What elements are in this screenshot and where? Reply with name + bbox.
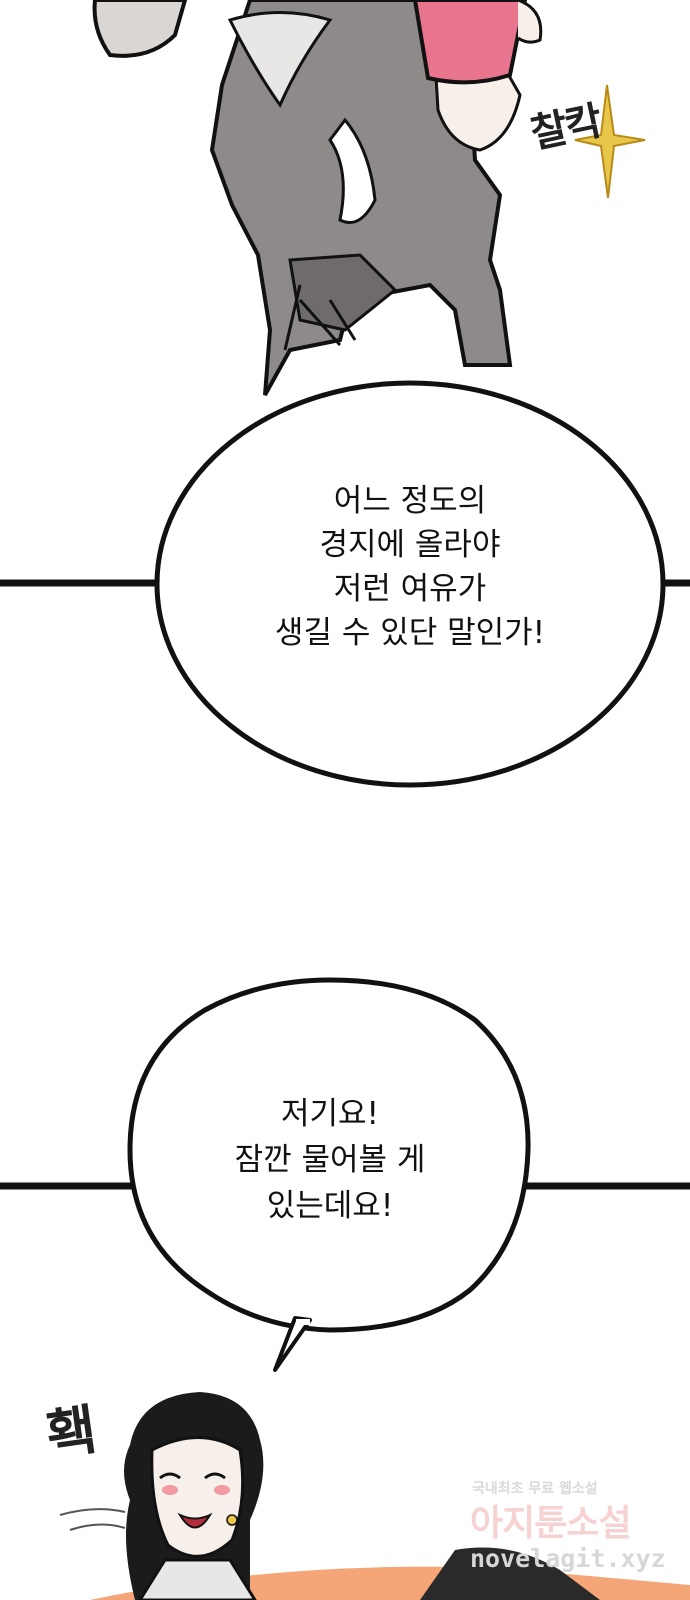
watermark-tagline: 국내최초 무료 웹소설 bbox=[472, 1481, 598, 1497]
bubble-2-line: 저기요! bbox=[281, 1096, 379, 1132]
watermark: 국내최초 무료 웹소설 아지툰소설 novelagit.xyz bbox=[470, 1478, 680, 1588]
sparkle-icon bbox=[574, 84, 646, 199]
watermark-logo: 아지툰소설 bbox=[470, 1503, 632, 1544]
bubble-1-line: 경지에 올라야 bbox=[319, 527, 501, 563]
drink-cup bbox=[412, 0, 528, 85]
top-illustration bbox=[92, 0, 646, 396]
bubble-2-line: 있는데요! bbox=[266, 1188, 394, 1224]
bubble-1-line: 생길 수 있단 말인가! bbox=[274, 615, 546, 651]
bubble-2-line: 잠깐 물어볼 게 bbox=[234, 1142, 426, 1178]
speech-bubble-1: 어느 정도의 경지에 올라야 저런 여유가 생길 수 있단 말인가! bbox=[205, 480, 615, 690]
speech-bubble-1-shape bbox=[0, 380, 690, 788]
bubble-1-line: 어느 정도의 bbox=[333, 483, 487, 519]
speech-bubble-2: 저기요! 잠깐 물어볼 게 있는데요! bbox=[150, 1093, 510, 1233]
speech-bubble-2-shape bbox=[0, 977, 690, 1372]
bubble-1-line: 저런 여유가 bbox=[333, 571, 487, 607]
watermark-url: novelagit.xyz bbox=[470, 1544, 666, 1573]
